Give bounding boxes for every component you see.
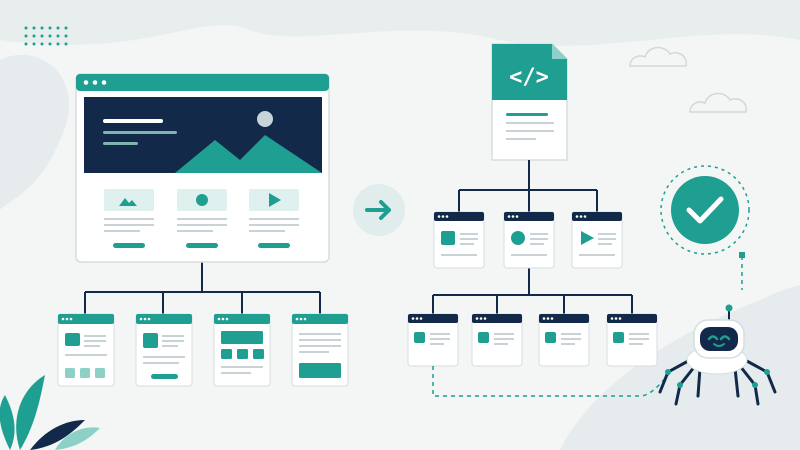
- cloud-icon: [629, 46, 747, 113]
- child-page-1: [57, 313, 115, 387]
- background-blob-top: [0, 0, 800, 46]
- play-icon: [269, 193, 281, 207]
- checkmark-icon: [660, 165, 750, 255]
- background-blob-bottom-right: [560, 285, 800, 450]
- child-page-3: [213, 313, 271, 387]
- main-website-window: [75, 73, 330, 263]
- crawled-page-c: [571, 211, 623, 269]
- crawled-page-f: [538, 313, 590, 367]
- dot-grid-decoration: [24, 26, 68, 46]
- code-brackets-icon: </>: [509, 65, 549, 90]
- image-placeholder: [104, 189, 154, 211]
- crawled-page-g: [606, 313, 658, 367]
- sitemap-connectors-right: [432, 160, 633, 314]
- child-page-2: [135, 313, 193, 387]
- mountain-icon: [175, 135, 322, 173]
- crawled-page-a: [433, 211, 485, 269]
- child-page-4: [291, 313, 349, 387]
- crawled-page-e: [471, 313, 523, 367]
- arrow-right-icon: [353, 184, 405, 236]
- spider-robot-icon: [658, 304, 777, 406]
- code-document: </>: [491, 43, 568, 161]
- crawled-page-b: [503, 211, 555, 269]
- leaf-decoration: [0, 375, 100, 450]
- crawled-page-d: [407, 313, 459, 367]
- sitemap-connectors-left: [84, 262, 321, 315]
- sun-icon: [257, 111, 273, 127]
- play-icon: [581, 231, 594, 245]
- background-blob-left: [0, 54, 70, 210]
